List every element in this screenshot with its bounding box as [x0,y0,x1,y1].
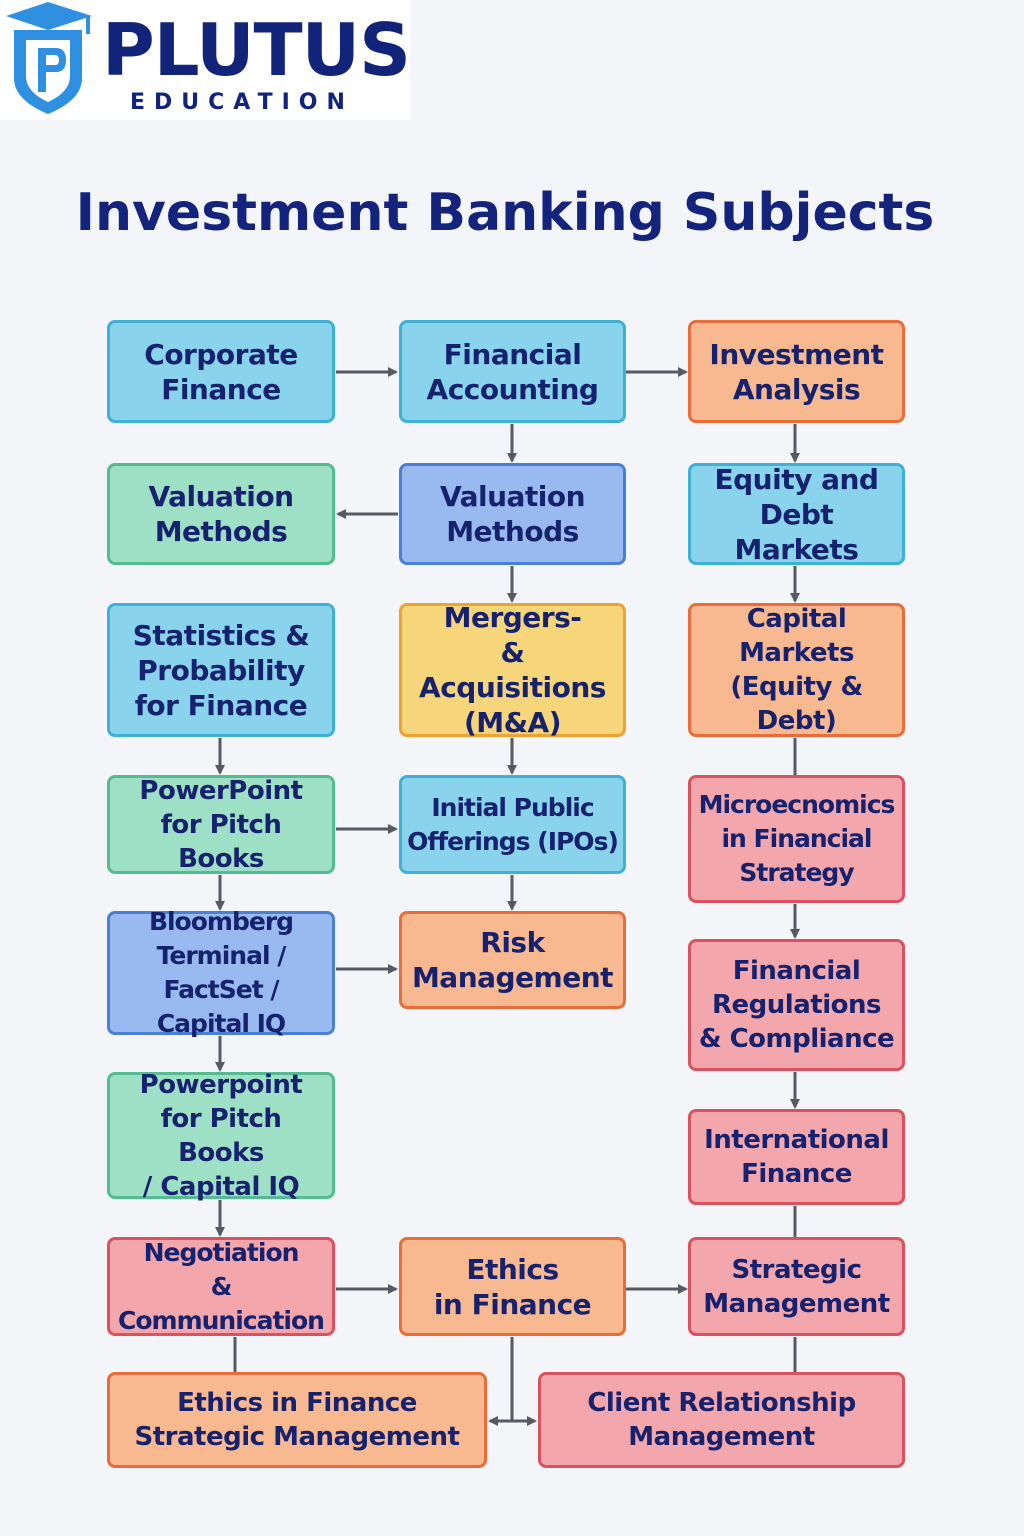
node-valuation-methods-center: Valuation Methods [399,463,626,565]
node-international-finance: International Finance [688,1109,905,1205]
brand-logo: PLUTUS EDUCATION [0,0,411,120]
graduation-cap-shield-icon [6,2,92,114]
node-mergers-acquisitions: Mergers- & Acquisitions (M&A) [399,601,626,739]
brand-name: PLUTUS [102,8,411,92]
node-initial-public-offerings: Initial Public Offerings (IPOs) [399,775,626,874]
node-powerpoint-capital-iq: Powerpoint for Pitch Books / Capital IQ [107,1070,335,1202]
node-statistics-probability: Statistics & Probability for Finance [107,603,335,737]
node-corporate-finance: Corporate Finance [107,320,335,423]
node-powerpoint-pitch-books: PowerPoint for Pitch Books [107,775,335,874]
brand-subtitle: EDUCATION [130,90,354,115]
node-bloomberg-terminal: Bloomberg Terminal / FactSet / Capital I… [107,907,335,1038]
node-capital-markets: Capital Markets (Equity & Debt) [688,603,905,737]
node-ethics-strategic-management: Ethics in Finance Strategic Management [107,1372,487,1468]
node-negotiation-communication: Negotiation & Communication [107,1237,335,1336]
node-equity-debt-markets: Equity and Debt Markets [688,463,905,566]
node-financial-accounting: Financial Accounting [399,320,626,423]
node-microeconomics-strategy: Microecnomics in Financial Strategy [688,775,905,903]
node-strategic-management: Strategic Management [688,1237,905,1336]
node-ethics-in-finance: Ethics in Finance [399,1237,626,1336]
node-client-relationship: Client Relationship Management [538,1372,905,1468]
node-investment-analysis: Investment Analysis [688,320,905,423]
node-valuation-methods-left: Valuation Methods [107,463,335,565]
page-title: Investment Banking Subjects [75,183,935,243]
node-financial-regulations: Financial Regulations & Compliance [688,939,905,1071]
node-risk-management: Risk Management [399,911,626,1009]
